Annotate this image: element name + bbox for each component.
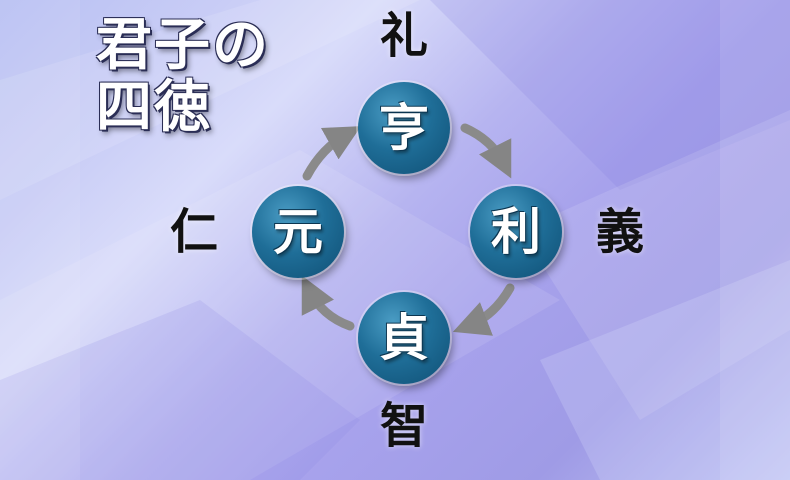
node-tei-label: 貞 [379, 308, 429, 367]
title-line-2: 四徳 [96, 74, 212, 140]
node-gen: 元 [252, 186, 344, 278]
node-tei: 貞 [358, 292, 450, 384]
arrow-tei-to-gen [301, 275, 355, 331]
virtue-rei: 礼 [380, 8, 429, 64]
node-kou-label: 亨 [379, 98, 429, 157]
virtue-gi: 義 [596, 204, 645, 260]
node-kou: 亨 [358, 82, 450, 174]
title-line-1: 君子の [96, 12, 270, 78]
node-ri: 利 [470, 186, 562, 278]
virtue-chi: 智 [380, 398, 429, 454]
diagram-title: 君子の 四徳 [96, 14, 286, 138]
arrow-kou-to-ri [460, 123, 512, 179]
node-gen-label: 元 [273, 202, 323, 261]
virtue-jin: 仁 [170, 204, 219, 260]
arrow-ri-to-tei [452, 283, 515, 336]
node-ri-label: 利 [491, 202, 541, 261]
arrow-gen-to-kou [302, 126, 362, 181]
